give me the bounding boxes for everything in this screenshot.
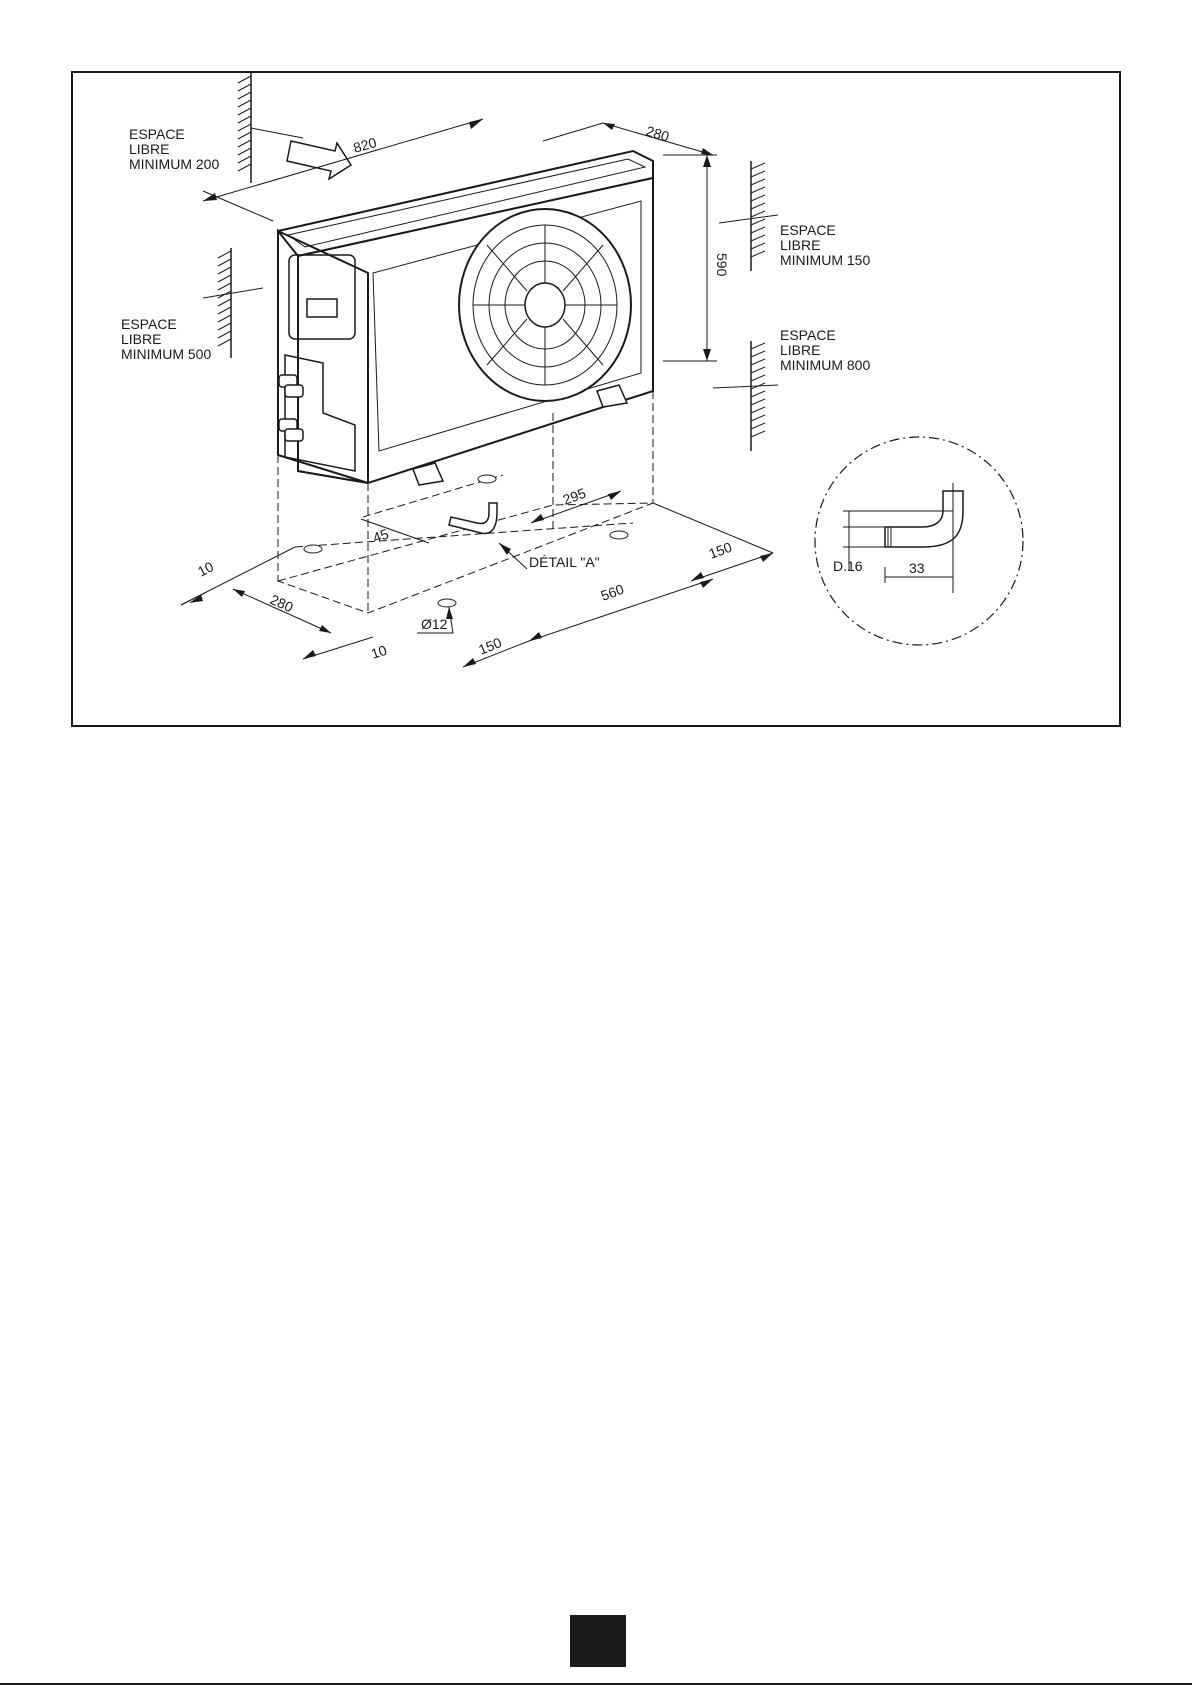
svg-text:D.16: D.16 [833,558,863,574]
svg-text:MINIMUM 200: MINIMUM 200 [129,156,219,172]
svg-text:LIBRE: LIBRE [129,141,169,157]
dimension-150-right: 150 [653,503,773,581]
detail-a-callout: DÉTAIL "A" [499,543,600,570]
svg-text:820: 820 [351,134,378,156]
page-number-box [570,1615,626,1667]
svg-text:LIBRE: LIBRE [121,331,161,347]
svg-text:ESPACE: ESPACE [780,222,836,238]
svg-text:ESPACE: ESPACE [129,126,185,142]
svg-text:LIBRE: LIBRE [780,342,820,358]
diagram-frame: ESPACE LIBRE MINIMUM 200 ESPACE LIBRE MI… [71,71,1121,727]
outdoor-unit [278,151,653,485]
svg-text:MINIMUM 150: MINIMUM 150 [780,252,870,268]
svg-text:150: 150 [707,539,735,562]
detail-a-enlargement: D.16 33 [815,437,1023,645]
wall-hatch-left-bottom [203,248,263,358]
drain-elbow-icon [449,503,497,533]
installation-diagram: ESPACE LIBRE MINIMUM 200 ESPACE LIBRE MI… [73,73,1119,725]
svg-text:DÉTAIL "A": DÉTAIL "A" [529,554,600,570]
clearance-label-right-top: ESPACE LIBRE MINIMUM 150 [780,222,870,268]
svg-text:10: 10 [369,642,389,662]
dimension-560: 560 [529,579,713,641]
svg-text:10: 10 [195,558,216,580]
svg-text:280: 280 [268,591,296,615]
svg-text:ESPACE: ESPACE [780,327,836,343]
svg-text:33: 33 [909,560,925,576]
dimension-10-right: 10 [303,637,389,662]
wall-hatch-left-top [238,73,303,183]
clearance-label-left-top: ESPACE LIBRE MINIMUM 200 [129,126,219,172]
hole-diameter-label: Ø12 [417,607,453,633]
svg-text:Ø12: Ø12 [421,616,448,632]
clearance-label-left-bottom: ESPACE LIBRE MINIMUM 500 [121,316,211,362]
svg-text:LIBRE: LIBRE [780,237,820,253]
svg-text:ESPACE: ESPACE [121,316,177,332]
wall-hatch-right-bottom [713,341,778,451]
svg-text:560: 560 [599,581,627,604]
dimension-590-height: 590 [663,155,730,361]
svg-text:590: 590 [714,253,730,277]
fan-grille-icon [459,209,631,401]
clearance-label-right-bottom: ESPACE LIBRE MINIMUM 800 [780,327,870,373]
svg-text:280: 280 [644,123,671,145]
svg-text:MINIMUM 800: MINIMUM 800 [780,357,870,373]
dimension-280-bottom: 280 [233,589,331,633]
svg-text:150: 150 [476,634,504,658]
dimension-280-depth: 280 [543,123,713,155]
dimension-150-bottom: 150 [463,634,529,667]
svg-text:MINIMUM 500: MINIMUM 500 [121,346,211,362]
